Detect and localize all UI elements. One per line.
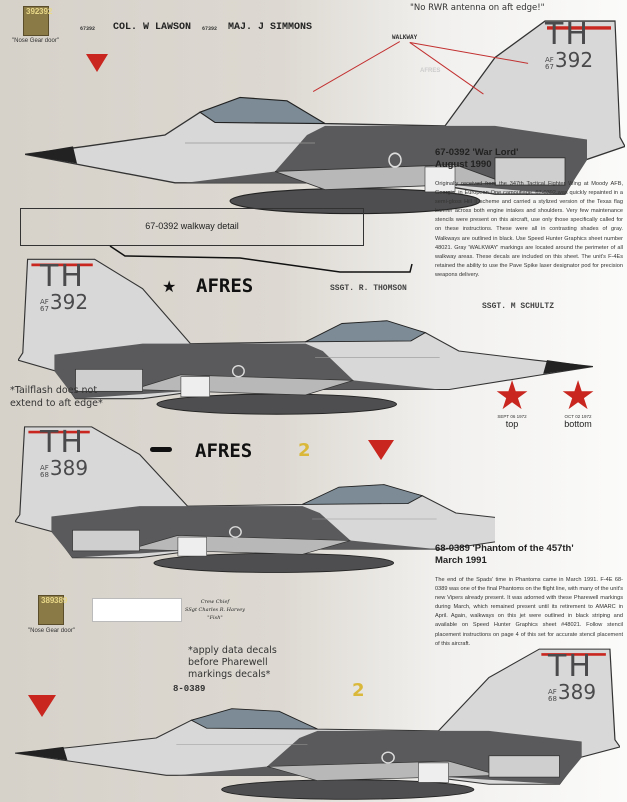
kill-star-bottom: ★ OCT 02 1972 bottom xyxy=(548,374,608,429)
walkway-detail-label: 67-0392 walkway detail xyxy=(145,221,239,231)
crew-name-thomson: SSGT. R. THOMSON xyxy=(330,284,407,293)
pilot-name-decal: COL. W LAWSON xyxy=(113,22,192,33)
nose-gear-door-label: "Nose Gear door" xyxy=(12,38,59,44)
nose-gear-door-decal-392: 392 392 xyxy=(23,6,52,36)
stencil-number-2: 2 xyxy=(298,440,311,461)
crew-chief-decal: Crew Chief SSgt Charles R. Harvey "Fish" xyxy=(185,599,245,621)
rwr-antenna-note: "No RWR antenna on aft edge!" xyxy=(410,3,545,13)
stencil-sheet-preview xyxy=(92,598,182,622)
afres-decal-large: AFRES xyxy=(196,275,254,297)
nose-gear-door-decal-389: 389 389 xyxy=(38,595,67,625)
texas-hat-icon xyxy=(150,447,172,452)
stencil-number-2-bottom: 2 xyxy=(352,680,365,701)
walkway-detail-box: 67-0392 walkway detail xyxy=(20,208,364,246)
apply-data-decals-note: *apply data decals before Pharewell mark… xyxy=(188,645,277,680)
red-star-icon: ★ xyxy=(560,374,596,418)
tailflash-note: *Tailflash does not extend to aft edge* xyxy=(10,385,103,409)
aircraft-68-0389-left-side xyxy=(15,647,620,801)
section-description-war-lord: Originally received from the 347th Tacti… xyxy=(435,181,623,278)
afres-decal-large-2: AFRES xyxy=(195,440,253,462)
section-title-phantom-457th: 68-0389 'Phantom of the 457th' March 199… xyxy=(435,543,574,566)
serial-stencil-small: 67392 xyxy=(80,26,96,32)
section-description-phantom-457th: The end of the Spads' time in Phantoms c… xyxy=(435,577,623,647)
red-star-icon: ★ xyxy=(494,374,530,418)
danger-triangle-decal xyxy=(86,54,108,72)
danger-triangle-decal xyxy=(368,440,394,460)
serial-stencil-small-2: 67392 xyxy=(202,26,218,32)
canopy-serial-decal: 8-0389 xyxy=(173,684,206,694)
crew-name-schultz: SSGT. M SCHULTZ xyxy=(482,302,555,311)
kill-star-top: ★ SEPT 06 1972 top xyxy=(482,374,542,429)
danger-triangle-decal xyxy=(28,695,56,717)
texas-state-icon: ★ xyxy=(162,279,177,296)
walkway-outline-stripe xyxy=(109,245,413,273)
section-title-war-lord: 67-0392 'War Lord' August 1990 xyxy=(435,147,519,170)
wso-name-decal: MAJ. J SIMMONS xyxy=(228,22,313,33)
afres-fuselage-text-small: AFRES xyxy=(420,68,441,74)
walkway-label: WALKWAY xyxy=(392,34,418,41)
nose-gear-door-label-2: "Nose Gear door" xyxy=(28,628,75,634)
